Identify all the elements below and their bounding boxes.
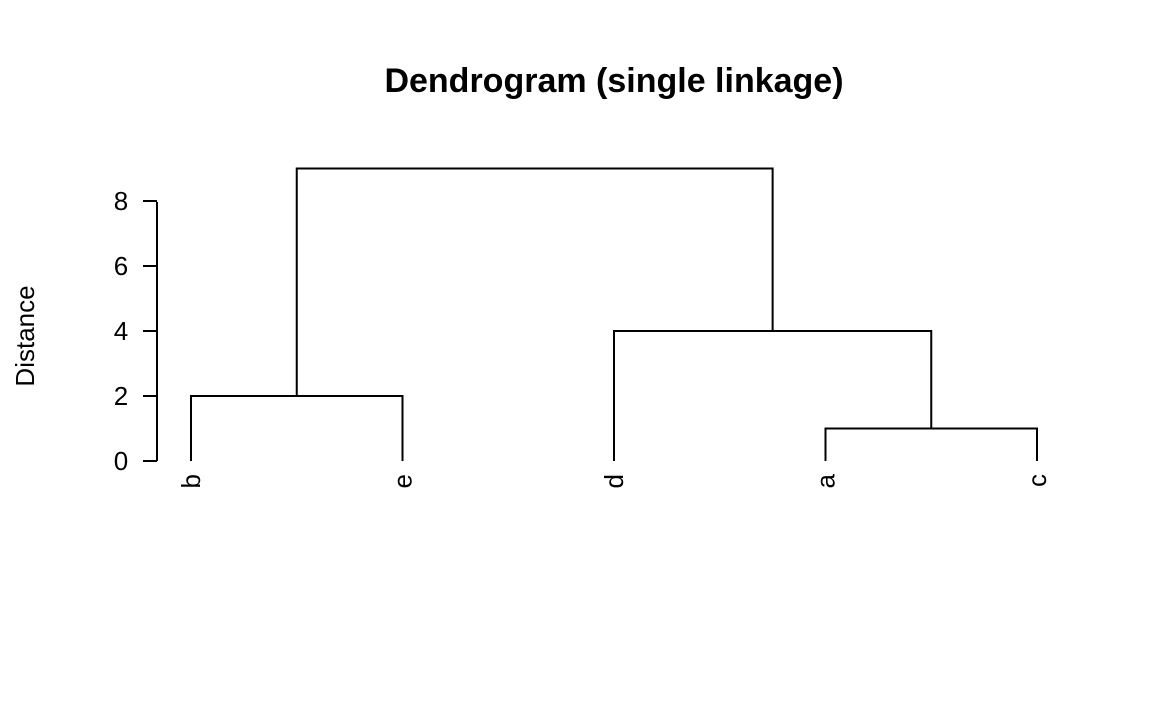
leaf-label: b: [176, 474, 206, 488]
dendrogram-link: [190, 395, 404, 461]
dendrogram-link: [295, 167, 774, 396]
leaf-label: e: [388, 474, 418, 488]
chart-title: Dendrogram (single linkage): [384, 62, 843, 100]
y-tick-label: 0: [114, 446, 128, 476]
dendrogram-link: [613, 330, 933, 461]
y-ticks: 0 2 4 6 8: [114, 186, 157, 476]
y-tick-label: 4: [114, 316, 128, 346]
y-tick-label: 2: [114, 381, 128, 411]
dendrogram-links: [190, 167, 1038, 461]
y-tick-label: 8: [114, 186, 128, 216]
leaf-label: a: [811, 473, 841, 488]
y-tick-label: 6: [114, 251, 128, 281]
y-axis-label: Distance: [10, 285, 40, 386]
dendrogram-link: [824, 427, 1038, 461]
leaf-label: d: [599, 474, 629, 488]
leaf-label: c: [1022, 474, 1052, 487]
